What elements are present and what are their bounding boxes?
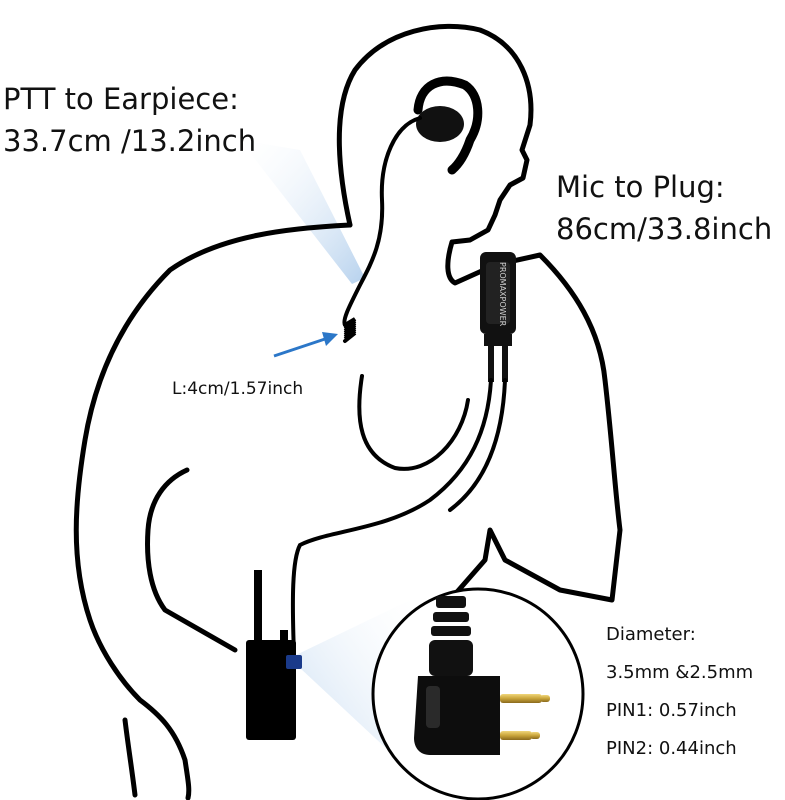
diameter-value: 3.5mm &2.5mm xyxy=(606,662,754,683)
pin2-length: PIN2: 0.44inch xyxy=(606,738,737,759)
diameter-title: Diameter: xyxy=(606,624,696,645)
ptt-to-earpiece-value: 33.7cm /13.2inch xyxy=(3,124,257,158)
earpiece xyxy=(413,76,483,175)
coil-length-label: L:4cm/1.57inch xyxy=(172,379,304,399)
coil-arrow xyxy=(273,332,338,358)
mic-cable xyxy=(290,378,507,657)
mic-to-plug-value: 86cm/33.8inch xyxy=(556,212,773,246)
mic-brand-text: PROMAXPOWER xyxy=(498,262,507,327)
earpiece-cable xyxy=(342,116,470,471)
person-outline xyxy=(73,23,623,800)
radio-icon xyxy=(246,570,302,740)
pin1-length: PIN1: 0.57inch xyxy=(606,700,737,721)
earpiece-callout-beam xyxy=(240,140,365,284)
ptt-microphone: PROMAXPOWER xyxy=(480,252,516,382)
plug-connector-icon xyxy=(414,596,550,755)
mic-to-plug-title: Mic to Plug: xyxy=(556,170,725,204)
ptt-to-earpiece-title: PTT to Earpiece: xyxy=(3,82,239,116)
plug-closeup xyxy=(371,587,585,800)
